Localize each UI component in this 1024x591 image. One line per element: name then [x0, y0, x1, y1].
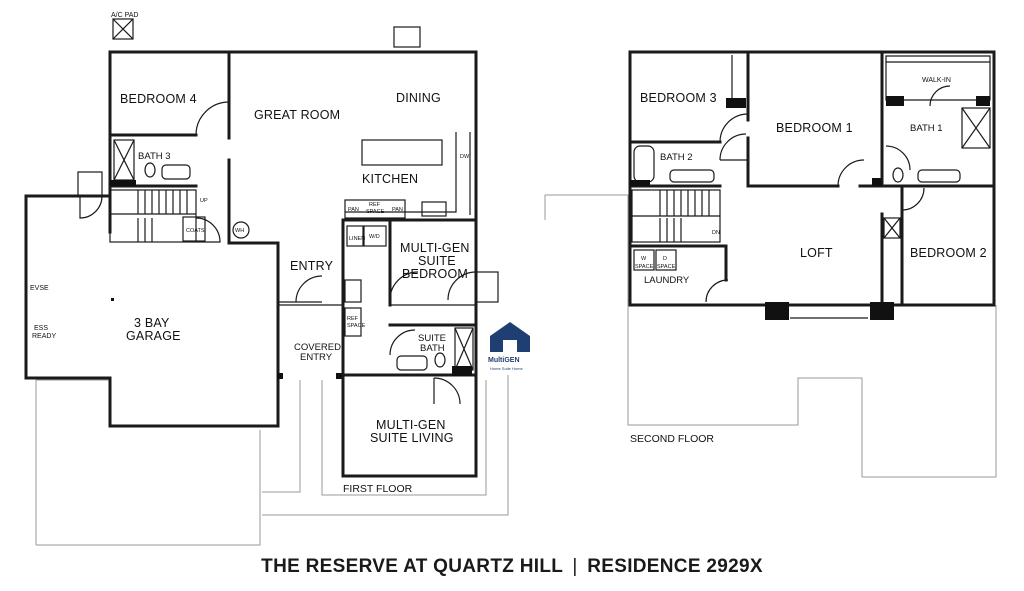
covered-entry-label-2: ENTRY [300, 352, 333, 363]
community-name: THE RESERVE AT QUARTZ HILL [261, 556, 563, 577]
multigen-badge: MultiGEN Home Suite Home [488, 322, 530, 371]
bedroom-1-label: BEDROOM 1 [776, 121, 853, 135]
loft-label: LOFT [800, 246, 833, 260]
entry-label: ENTRY [290, 259, 334, 273]
first-floor-plan [24, 18, 509, 546]
multigen-badge-tagline: Home Suite Home [490, 366, 523, 371]
multigen-bedroom-label-1: MULTI-GEN [400, 241, 470, 255]
dw-label: DW [460, 154, 470, 160]
bedroom-3-label: BEDROOM 3 [640, 91, 717, 105]
w-space-label-1: W [641, 256, 647, 262]
up-label: UP [200, 198, 208, 204]
suite-bath-label-1: SUITE [418, 333, 446, 344]
kitchen-label: KITCHEN [362, 172, 418, 186]
multigen-living-label-1: MULTI-GEN [376, 418, 446, 432]
linen-label: LINEN [349, 236, 365, 242]
first-floor-label: FIRST FLOOR [343, 483, 413, 495]
garage-label-1: 3 BAY [134, 316, 170, 330]
laundry-label: LAUNDRY [644, 275, 690, 286]
dn-label: DN [712, 230, 720, 236]
suite-bath-label-2: BATH [420, 343, 445, 354]
pan-label-1: PAN [348, 207, 359, 213]
bath-3-label: BATH 3 [138, 151, 171, 162]
second-floor-plan [544, 50, 997, 478]
bath-1-label: BATH 1 [910, 123, 943, 134]
multigen-bedroom-label-3: BEDROOM [402, 267, 468, 281]
pan-label-2: PAN [392, 207, 403, 213]
residence-name: RESIDENCE 2929X [587, 556, 763, 577]
great-room-label: GREAT ROOM [254, 108, 340, 122]
multigen-bedroom-label-2: SUITE [418, 254, 456, 268]
d-space-label-2: SPACE [657, 264, 676, 270]
second-floor-label: SECOND FLOOR [630, 433, 714, 445]
walk-in-label: WALK-IN [922, 77, 951, 84]
w-space-label-2: SPACE [635, 264, 654, 270]
ref-space2-label-1: REF [347, 316, 359, 322]
garage-label-2: GARAGE [126, 329, 181, 343]
multigen-living-label-2: SUITE LIVING [370, 431, 454, 445]
plan-title: THE RESERVE AT QUARTZ HILL | RESIDENCE 2… [0, 556, 1024, 578]
ac-pad-label: A/C PAD [111, 12, 139, 19]
ref-space-label-2: SPACE [366, 209, 385, 215]
bath-2-label: BATH 2 [660, 152, 693, 163]
ref-space-label-1: REF [369, 202, 381, 208]
covered-entry-label-1: COVERED [294, 342, 341, 353]
dining-label: DINING [396, 91, 441, 105]
wh-label: WH [235, 228, 244, 234]
ref-space2-label-2: SPACE [347, 323, 366, 329]
title-separator: | [572, 556, 578, 577]
d-space-label-1: D [663, 256, 667, 262]
house-icon [490, 322, 530, 352]
ess-label-2: READY [32, 333, 56, 340]
bedroom-2-label: BEDROOM 2 [910, 246, 987, 260]
evse-label: EVSE [30, 285, 49, 292]
coats-label: COATS [186, 228, 205, 234]
ess-label-1: ESS [34, 325, 48, 332]
wd-label: W/D [369, 234, 380, 240]
multigen-badge-name: MultiGEN [488, 357, 520, 364]
bedroom-4-label: BEDROOM 4 [120, 92, 197, 106]
